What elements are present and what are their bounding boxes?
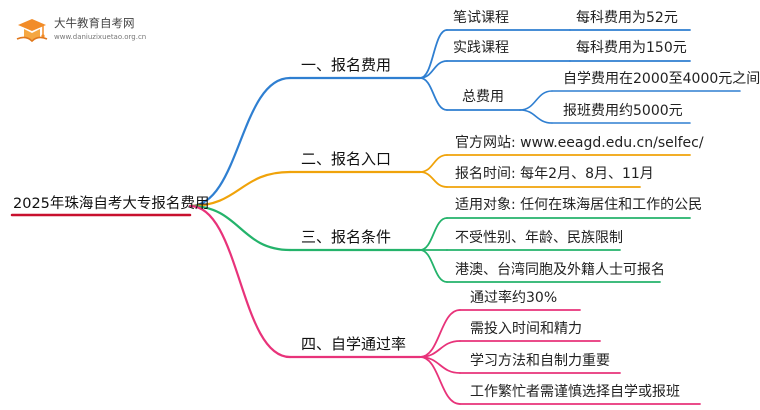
branch-fees: 一、报名费用 xyxy=(301,56,392,74)
leaf-study-method: 学习方法和自制力重要 xyxy=(470,353,610,369)
leaf-practice-course: 实践课程 xyxy=(453,40,509,56)
connector-root-fees xyxy=(188,76,292,208)
connector-cond-0 xyxy=(419,217,448,251)
connector-entry-1 xyxy=(419,171,448,188)
branch-entry: 二、报名入口 xyxy=(301,150,392,168)
connector-practice xyxy=(419,60,448,79)
leaf-applicable-persons: 适用对象: 任何在珠海居住和工作的公民 xyxy=(455,197,703,213)
connector-cond-2 xyxy=(419,249,448,283)
connector-written xyxy=(419,29,448,79)
leaf-time-effort: 需投入时间和精力 xyxy=(470,321,582,337)
leaf-hk-macao-taiwan: 港澳、台湾同胞及外籍人士可报名 xyxy=(455,262,665,278)
leaf-busy-workers: 工作繁忙者需谨慎选择自学或报班 xyxy=(470,384,680,400)
graduation-book-icon xyxy=(16,19,48,43)
leaf-class-fee: 报班费用约5000元 xyxy=(563,103,683,119)
logo-title: 大牛教育自考网 xyxy=(54,16,135,30)
leaf-official-site: 官方网站: www.eeagd.edu.cn/selfec/ xyxy=(455,135,704,151)
connector-root-conditions xyxy=(188,204,292,252)
connector-entry-0 xyxy=(419,154,448,173)
leaf-written-course: 笔试课程 xyxy=(453,10,509,26)
logo-url: www.daniuzixuetao.org.cn xyxy=(54,33,147,41)
leaf-total-fee: 总费用 xyxy=(462,89,504,105)
leaf-pass-rate-value: 通过率约30% xyxy=(470,290,558,306)
site-logo: 大牛教育自考网 www.daniuzixuetao.org.cn xyxy=(12,15,146,47)
connector-root-entry xyxy=(188,170,292,208)
connector-total xyxy=(419,77,448,111)
leaf-self-study-fee: 自学费用在2000至4000元之间 xyxy=(563,71,760,87)
leaf-no-restrictions: 不受性别、年龄、民族限制 xyxy=(455,230,623,246)
connector-class xyxy=(519,109,553,124)
leaf-registration-time: 报名时间: 每年2月、8月、11月 xyxy=(455,166,654,182)
branch-conditions: 三、报名条件 xyxy=(301,228,392,246)
connector-self-study xyxy=(519,90,553,111)
root-node: 2025年珠海自考大专报名费用 xyxy=(13,196,210,212)
leaf-practice-course-fee: 每科费用为150元 xyxy=(576,40,687,56)
connector-pass-3 xyxy=(419,356,461,405)
connector-root-pass-rate xyxy=(188,204,292,359)
branch-pass-rate: 四、自学通过率 xyxy=(301,335,407,353)
leaf-written-course-fee: 每科费用为52元 xyxy=(576,10,678,26)
